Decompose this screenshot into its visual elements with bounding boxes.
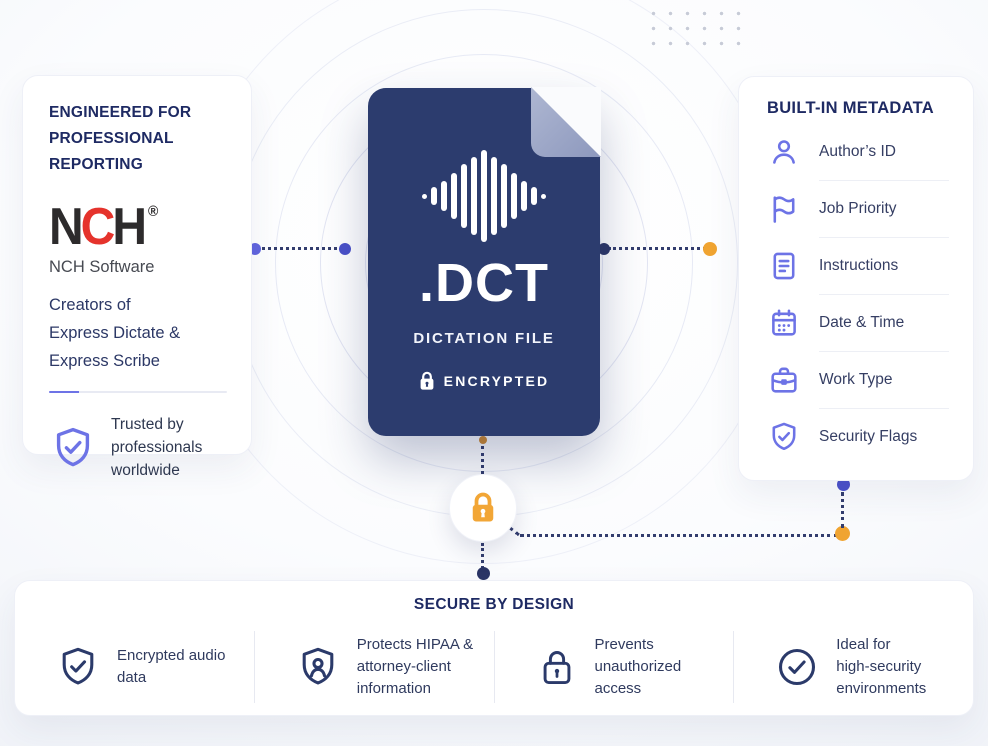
metadata-item: Author’s ID xyxy=(767,124,949,180)
flag-icon xyxy=(767,192,801,226)
security-feature-label: Ideal for high-security environments xyxy=(836,636,927,697)
secure-by-design-bar: SECURE BY DESIGN Encrypted audio data xyxy=(14,580,974,716)
connector-dot-navy xyxy=(477,567,490,580)
nch-logo-caption: NCH Software xyxy=(49,258,155,276)
divider xyxy=(819,294,949,295)
connector-dot-purple xyxy=(249,243,261,255)
divider xyxy=(819,408,949,409)
metadata-label: Security Flags xyxy=(819,428,918,445)
connector-dot-orange-small xyxy=(479,436,487,444)
connector-dot-indigo xyxy=(339,243,351,255)
calendar-icon xyxy=(767,306,801,340)
nch-logo: NCH® xyxy=(49,181,227,257)
file-kind-label: DICTATION FILE xyxy=(413,330,555,347)
connector-left-horizontal xyxy=(257,247,343,250)
security-feature-label: Protects HIPAA & attorney-client informa… xyxy=(356,636,474,697)
metadata-item: Work Type xyxy=(767,352,949,408)
document-icon xyxy=(767,249,801,283)
metadata-item: Date & Time xyxy=(767,295,949,351)
security-feature: Protects HIPAA & attorney-client informa… xyxy=(255,634,494,700)
trusted-text: Trusted by professionals worldwide xyxy=(111,416,203,479)
divider xyxy=(493,631,495,703)
metadata-item: Job Priority xyxy=(767,181,949,237)
bottom-bar-items: Encrypted audio data Protects HIPAA & at… xyxy=(15,624,973,710)
metadata-label: Work Type xyxy=(819,371,893,388)
metadata-list: Author’s ID Job Priority xyxy=(767,124,949,465)
connector-right-horizontal xyxy=(608,247,706,250)
shield-check-icon xyxy=(55,642,101,692)
accent-divider xyxy=(49,391,227,393)
connector-dot-navy xyxy=(598,243,610,255)
decorative-dot-grid xyxy=(645,6,742,48)
connector-lock-to-bottom xyxy=(481,543,484,569)
trusted-row: Trusted by professionals worldwide xyxy=(49,413,227,482)
lock-icon xyxy=(419,371,435,391)
security-feature-label: Encrypted audio data xyxy=(117,647,226,686)
nch-logo-letter: C xyxy=(80,198,116,256)
lock-icon xyxy=(535,642,579,692)
shield-check-icon xyxy=(767,420,801,454)
divider xyxy=(819,180,949,181)
briefcase-icon xyxy=(767,363,801,397)
metadata-label: Job Priority xyxy=(819,200,897,217)
security-feature: Encrypted audio data xyxy=(15,642,254,692)
metadata-label: Date & Time xyxy=(819,314,905,331)
security-lock-node xyxy=(449,474,517,542)
connector-dot-orange xyxy=(835,526,850,541)
left-card-title: ENGINEERED FOR PROFESSIONAL REPORTING xyxy=(49,104,192,173)
dct-file-card: .DCT DICTATION FILE ENCRYPTED xyxy=(368,87,601,436)
connector-rightcard-vertical xyxy=(841,492,844,528)
connector-dot-orange xyxy=(703,242,717,256)
built-in-metadata-card: BUILT-IN METADATA Author’s ID xyxy=(738,76,974,481)
divider xyxy=(253,631,255,703)
divider xyxy=(819,351,949,352)
metadata-item: Instructions xyxy=(767,238,949,294)
registered-mark: ® xyxy=(148,201,159,219)
metadata-item: Security Flags xyxy=(767,409,949,465)
shield-user-icon xyxy=(295,642,341,692)
right-card-title: BUILT-IN METADATA xyxy=(767,99,935,117)
engineered-for-card: ENGINEERED FOR PROFESSIONAL REPORTING NC… xyxy=(22,75,252,479)
divider xyxy=(819,237,949,238)
circle-check-icon xyxy=(774,644,820,690)
metadata-label: Instructions xyxy=(819,257,899,274)
connector-bottom-horizontal xyxy=(520,534,838,537)
connector-file-to-lock xyxy=(481,446,484,474)
file-extension: .DCT xyxy=(419,253,549,313)
nch-logo-letter: H xyxy=(112,198,147,256)
divider xyxy=(733,631,735,703)
shield-check-icon xyxy=(49,422,97,474)
background-ring xyxy=(275,54,693,472)
encrypted-label: ENCRYPTED xyxy=(443,373,550,389)
connector-dot-indigo xyxy=(837,478,850,491)
security-feature-label: Prevents unauthorized access xyxy=(594,636,682,697)
nch-logo-letter: N xyxy=(49,198,84,256)
security-feature: Ideal for high-security environments xyxy=(734,634,973,700)
audio-waveform-icon xyxy=(368,150,600,242)
encrypted-badge: ENCRYPTED xyxy=(368,371,600,391)
bottom-bar-title: SECURE BY DESIGN xyxy=(413,596,575,613)
metadata-label: Author’s ID xyxy=(819,143,896,160)
security-feature: Prevents unauthorized access xyxy=(495,634,734,700)
creators-text: Creators of Express Dictate & Express Sc… xyxy=(49,296,181,370)
user-icon xyxy=(767,135,801,169)
lock-icon xyxy=(468,490,498,526)
